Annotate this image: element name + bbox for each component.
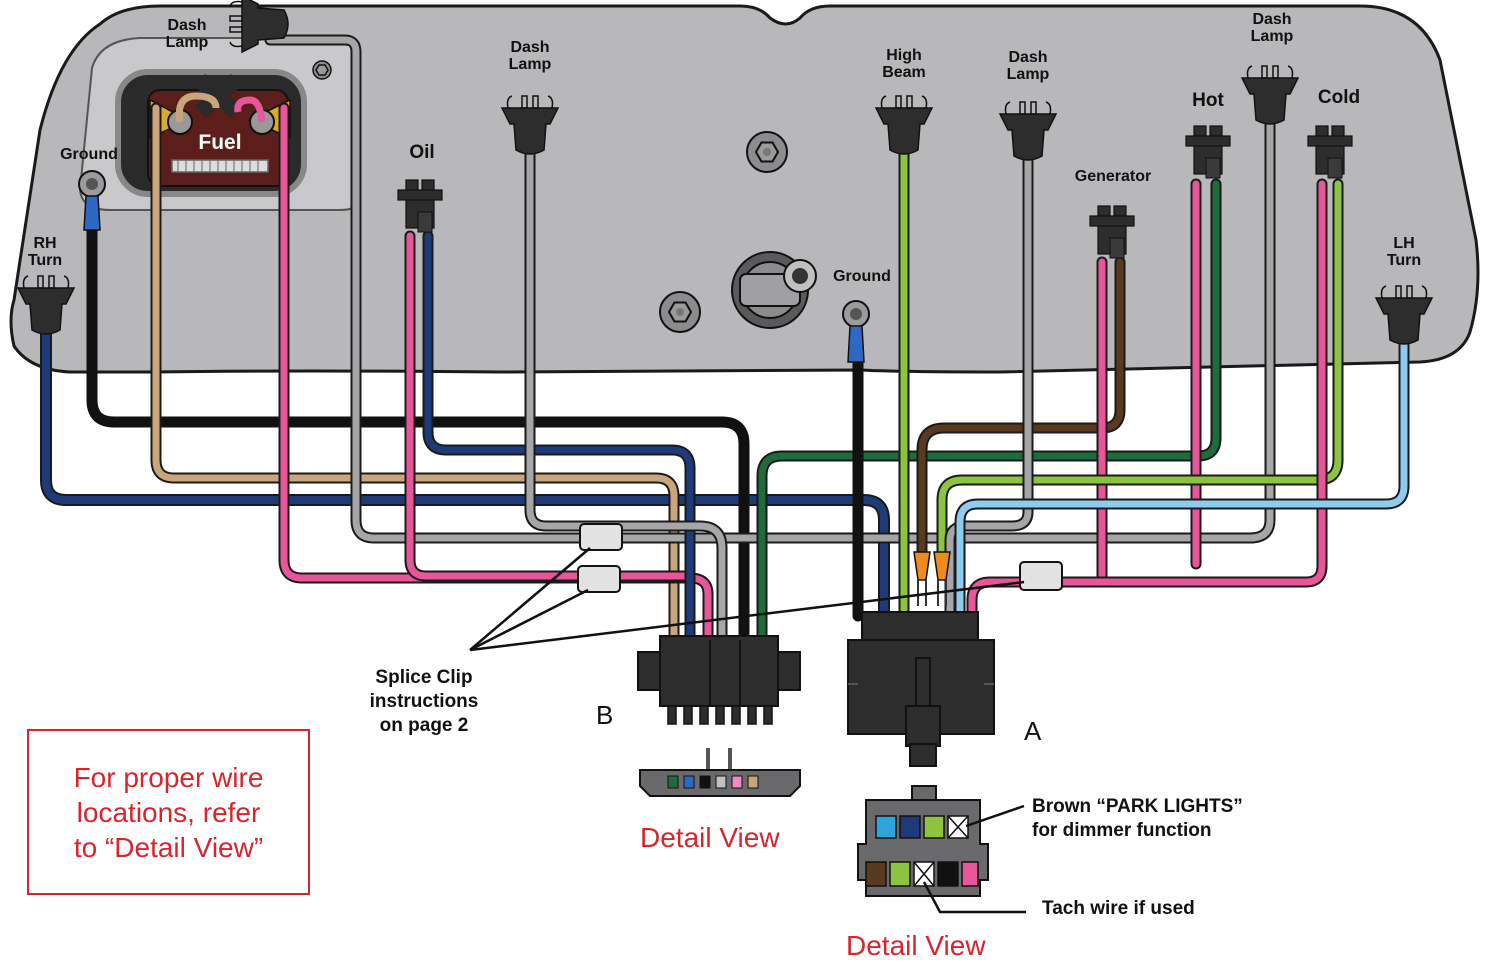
label-rh-turn: RH Turn <box>27 235 63 269</box>
wire-location-note-box: For proper wire locations, refer to “Det… <box>27 729 310 895</box>
wire-harness <box>40 34 1410 646</box>
connector-a-label: A <box>1024 716 1042 746</box>
label-dash-lamp: Dash Lamp <box>508 39 552 73</box>
splice-callout-lines <box>469 547 1025 652</box>
speedometer-cable-fitting <box>731 251 817 329</box>
wire-location-note-text: For proper wire locations, refer to “Det… <box>73 761 264 863</box>
connector-a <box>847 611 995 767</box>
label-dash-lamp: Dash Lamp <box>1250 11 1294 45</box>
panel-nut-small <box>312 60 332 80</box>
label-lh-turn: LH Turn <box>1386 235 1422 269</box>
label-high-beam: High Beam <box>882 47 926 81</box>
label-oil: Oil <box>409 142 435 163</box>
tach-wire-callout: Tach wire if used <box>1042 898 1195 919</box>
splice-clip <box>577 565 621 593</box>
label-ground: Ground <box>60 146 118 163</box>
ground-terminal-center <box>842 300 870 363</box>
park-lights-callout: Brown “PARK LIGHTS” for dimmer function <box>1032 796 1243 841</box>
label-cold: Cold <box>1317 87 1361 108</box>
mounting-nut <box>746 131 788 173</box>
splice-clip <box>579 523 623 551</box>
mounting-nut <box>659 291 701 333</box>
splice-clip <box>1019 561 1063 591</box>
instrument-panel <box>9 4 1480 374</box>
tan-wire-fuel-lead <box>175 92 220 123</box>
connector-b <box>637 635 801 725</box>
detail-view-b-title: Detail View <box>640 822 780 853</box>
detail-view-a-title: Detail View <box>846 930 986 961</box>
spade-terminals <box>913 551 951 606</box>
wire-ground-black <box>86 224 750 646</box>
splice-clip-callout: Splice Clip instructions on page 2 <box>369 667 479 736</box>
label-hot: Hot <box>1192 90 1224 111</box>
label-dash-lamp: Dash Lamp <box>1006 49 1050 83</box>
label-generator: Generator <box>1074 168 1152 185</box>
connector-a-detail <box>857 785 989 897</box>
label-ground: Ground <box>833 268 891 285</box>
connector-b-label: B <box>596 700 614 730</box>
ground-terminal-left <box>78 170 106 231</box>
label-dash-lamp: Dash Lamp <box>165 17 209 51</box>
pink-wire-fuel-lead <box>234 96 266 123</box>
detail-callout-lines <box>922 804 1026 914</box>
label-fuel: Fuel <box>198 131 242 154</box>
connector-b-detail <box>639 748 801 797</box>
